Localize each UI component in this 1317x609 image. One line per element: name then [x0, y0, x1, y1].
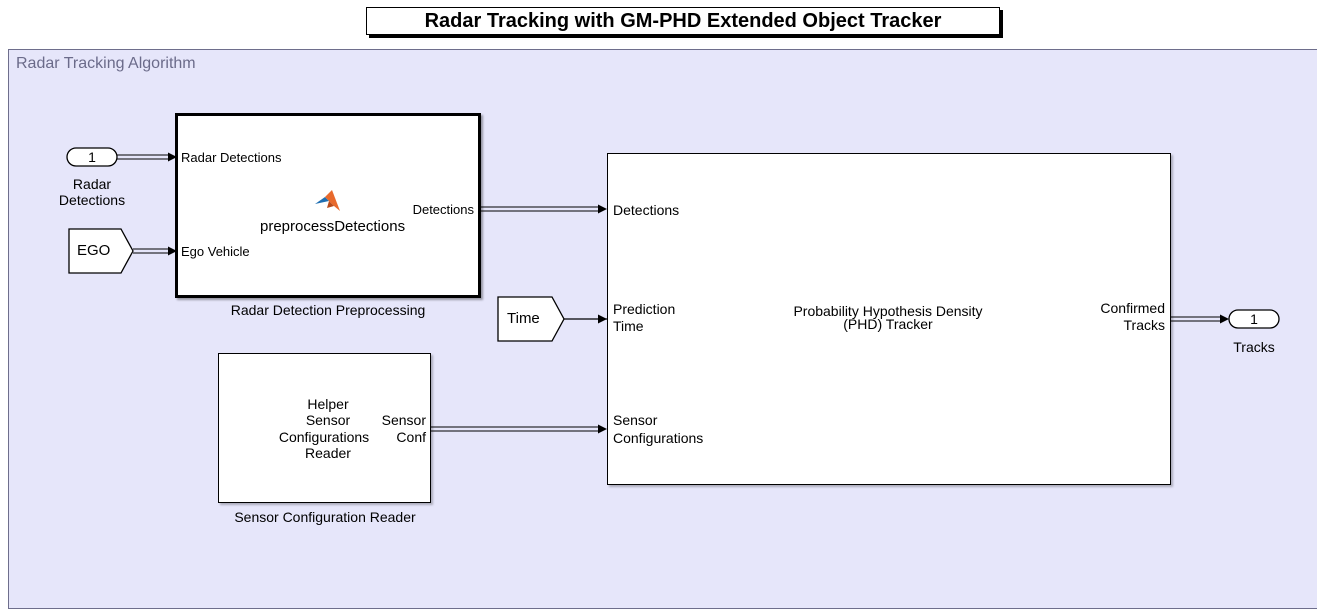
- tracker-name-line1: Probability Hypothesis Density: [793, 303, 983, 319]
- from-tag-ego-label: EGO: [77, 242, 111, 259]
- preprocess-function-name: preprocessDetections: [260, 218, 406, 235]
- tracker-port-in3-line1: Sensor: [613, 412, 658, 428]
- outport-tracks-label: Tracks: [1233, 339, 1275, 355]
- tracker-port-out-line2: Tracks: [1123, 317, 1165, 333]
- sensor-reader-body-line4: Reader: [305, 445, 351, 461]
- preprocess-port-in1-label: Radar Detections: [181, 150, 282, 165]
- phd-tracker-block[interactable]: [607, 153, 1171, 485]
- sensor-reader-port-out-line2: Conf: [396, 429, 426, 445]
- tracker-port-out-line1: Confirmed: [1100, 300, 1165, 316]
- diagram-title-text: Radar Tracking with GM-PHD Extended Obje…: [424, 9, 942, 32]
- diagram-title: Radar Tracking with GM-PHD Extended Obje…: [366, 7, 1000, 35]
- sensor-reader-caption: Sensor Configuration Reader: [234, 509, 416, 525]
- inport-radar-label-line1: Radar: [72, 176, 112, 192]
- preprocess-port-in2-label: Ego Vehicle: [181, 244, 250, 259]
- preprocess-block-caption: Radar Detection Preprocessing: [230, 302, 426, 318]
- sensor-reader-body-line2: Sensor: [305, 412, 351, 428]
- sensor-reader-body-line1: Helper: [307, 396, 349, 412]
- tracker-name-line2: (PHD) Tracker: [843, 316, 933, 332]
- tracker-port-in2-line1: Prediction: [613, 301, 676, 317]
- inport-radar-label-line2: Detections: [58, 192, 126, 208]
- tracker-port-in1-label: Detections: [613, 202, 680, 218]
- sensor-reader-port-out-line1: Sensor: [381, 412, 426, 428]
- area-title: Radar Tracking Algorithm: [16, 55, 196, 72]
- sensor-reader-block[interactable]: [218, 353, 431, 503]
- preprocess-port-out-label: Detections: [412, 202, 474, 217]
- outport-tracks-number: 1: [1250, 311, 1258, 327]
- tracker-port-in3-line2: Configurations: [613, 430, 704, 446]
- sensor-reader-body-line3: Configurations: [278, 429, 370, 445]
- inport-radar-number: 1: [88, 149, 96, 165]
- from-tag-time-label: Time: [507, 310, 540, 327]
- tracker-port-in2-line2: Time: [613, 318, 644, 334]
- matlab-logo-icon: [315, 190, 340, 211]
